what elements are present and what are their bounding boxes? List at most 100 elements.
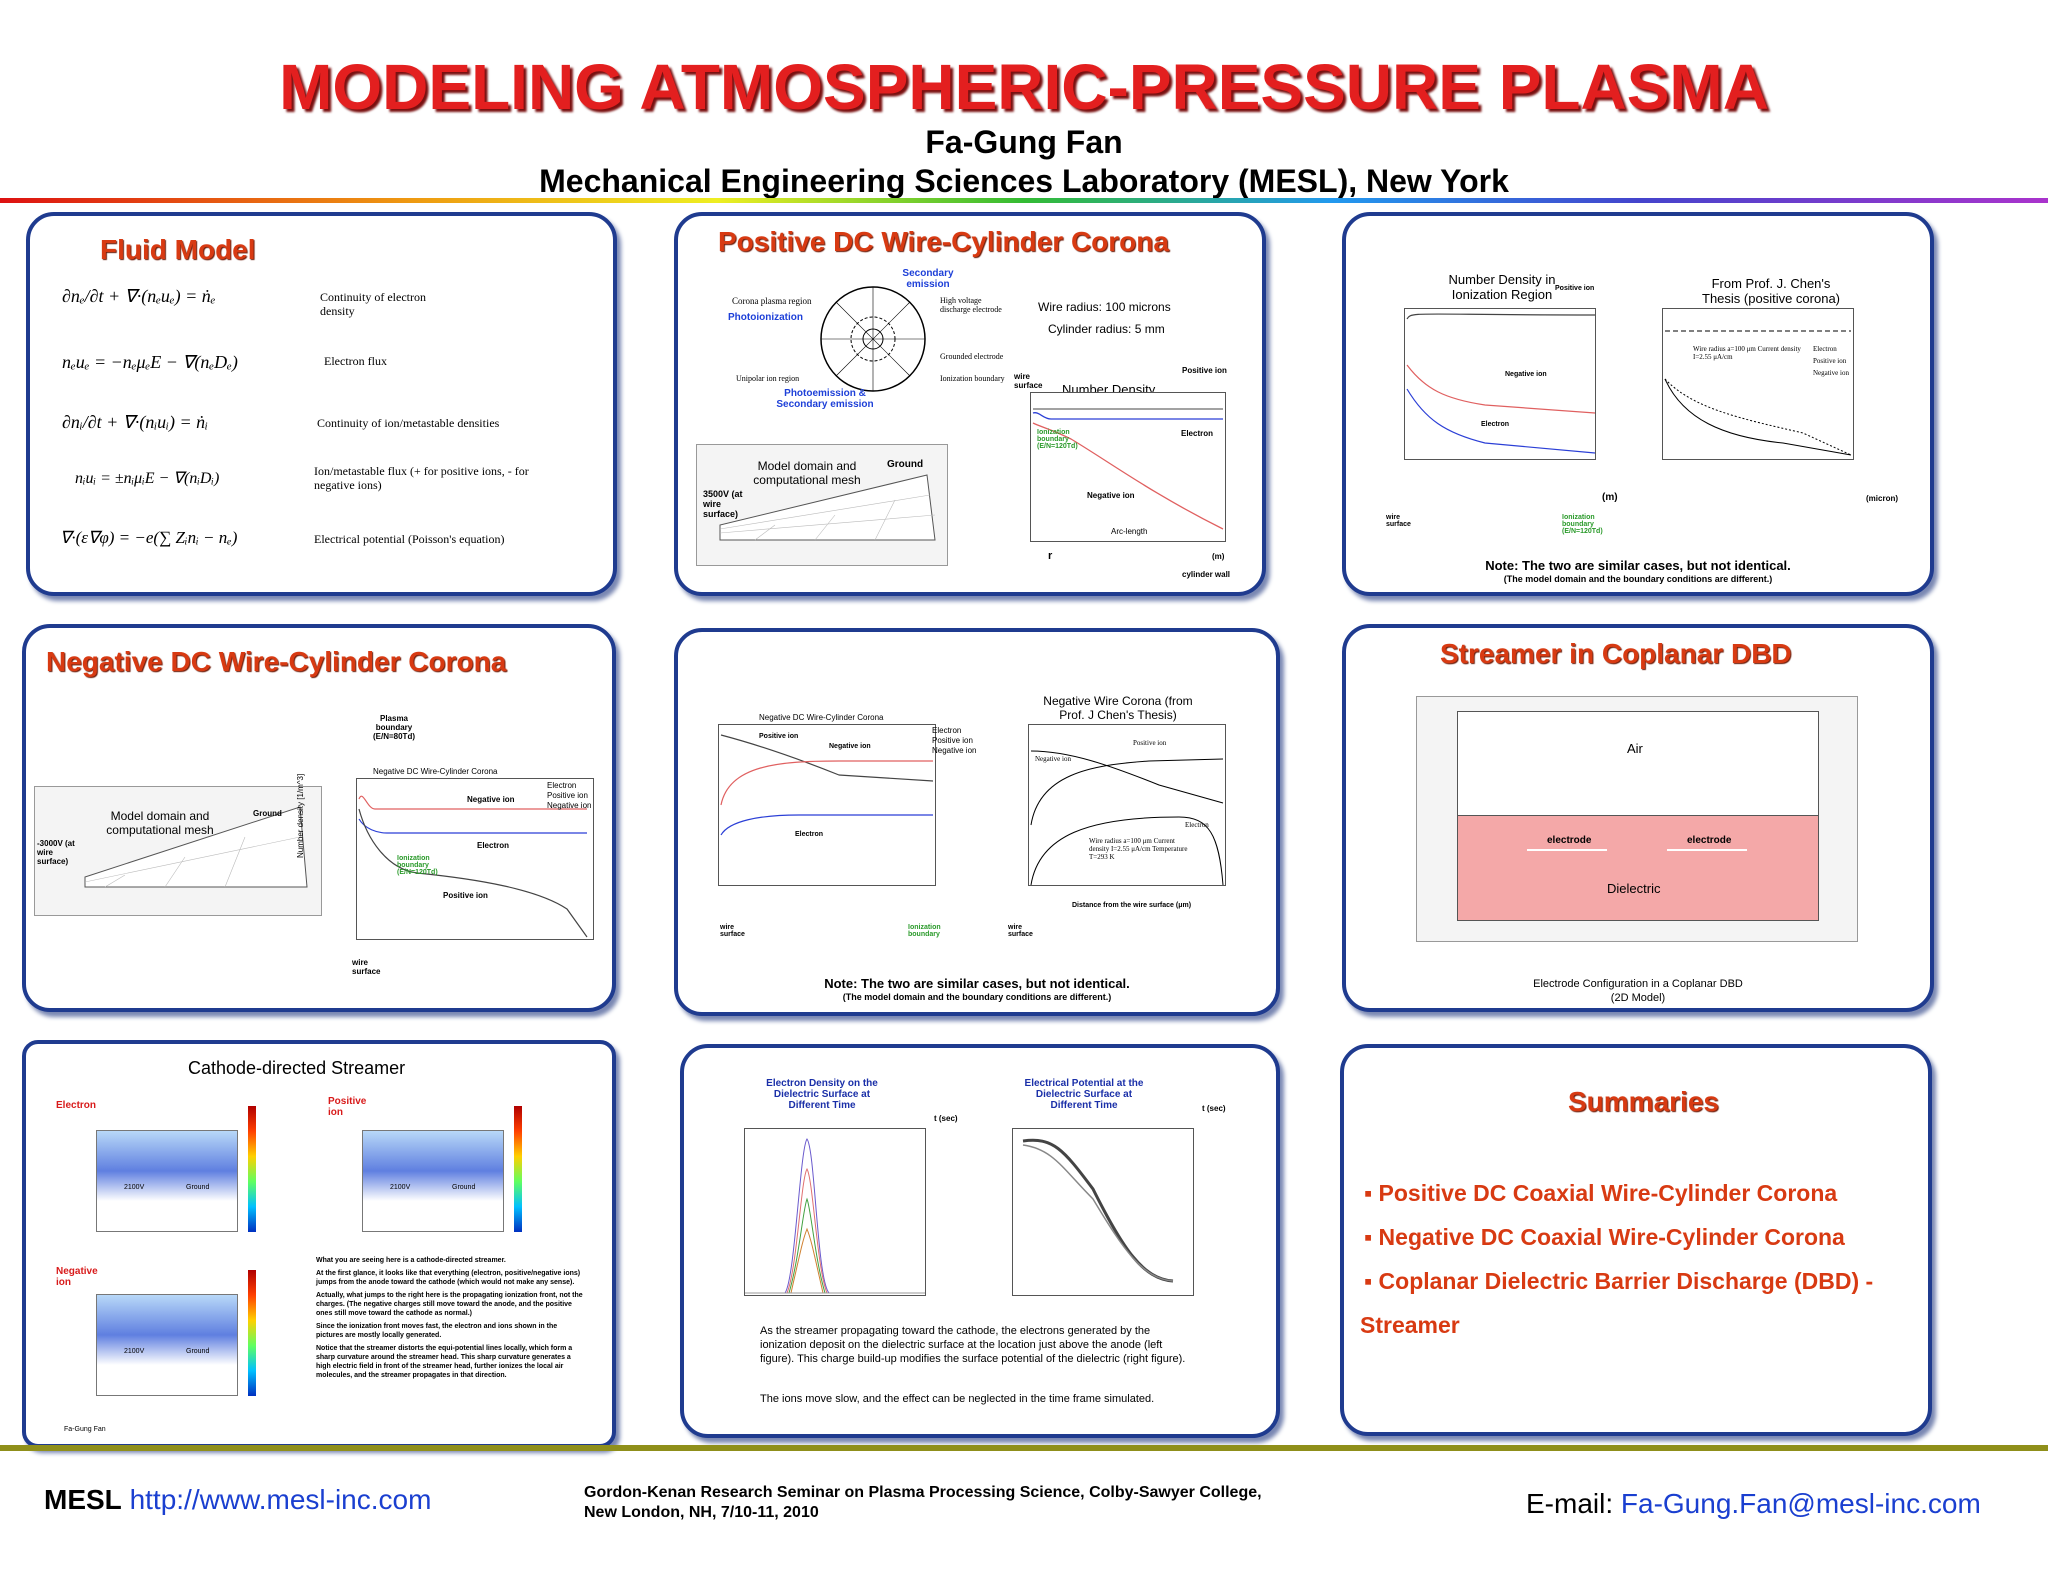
- streamer-credit: Fa-Gung Fan: [64, 1426, 106, 1433]
- neg-cmp-right-cond: Wire radius a=100 μm Current density I=2…: [1089, 837, 1188, 861]
- arc-length-label: Arc-length: [1111, 527, 1148, 536]
- mesl-label: MESL: [44, 1484, 122, 1515]
- neg-cmp-note: Note: The two are similar cases, but not…: [824, 976, 1130, 991]
- dbd-frame: Air electrode electrode Dielectric: [1416, 696, 1858, 942]
- neg-plot-title: Negative DC Wire-Cylinder Corona: [373, 767, 498, 776]
- neg-legend-negative: Negative ion: [547, 801, 592, 810]
- cmp-m-label: (m): [1602, 492, 1618, 503]
- positive-ion-field-image: [362, 1130, 504, 1232]
- cmp-electron-label: Electron: [1481, 421, 1510, 428]
- neg-cmp-xlabel: Distance from the wire surface (μm): [1072, 902, 1192, 909]
- coplanar-dbd-title: Streamer in Coplanar DBD: [1440, 638, 1792, 669]
- conference-line-1: Gordon-Kenan Research Seminar on Plasma …: [584, 1484, 1262, 1501]
- neg-cmp-ion-bd: Ionization boundary: [908, 924, 941, 938]
- neg-cmp-left-plot: Negative DC Wire-Cylinder Corona Positiv…: [718, 713, 936, 886]
- ionization-boundary-label: Ionization boundary: [940, 374, 1005, 383]
- r-label: r: [1048, 550, 1053, 562]
- m-label: (m): [1212, 552, 1225, 561]
- pos-density-curves: [1032, 408, 1224, 530]
- equation-5: ∇·(ε∇φ) = −e(∑ Zᵢnᵢ − nₑ): [60, 528, 238, 547]
- fluid-model-panel: Fluid Model ∂nₑ/∂t + ∇·(nₑuₑ) = ṅₑ Conti…: [26, 212, 617, 596]
- mesh-domain: [719, 474, 936, 541]
- wire-radius-label: Wire radius: 100 microns: [1038, 300, 1171, 314]
- summary-item-4: Streamer: [1360, 1312, 1460, 1338]
- electron-density-curves: [745, 1138, 925, 1294]
- electron-label: Electron: [1181, 429, 1214, 438]
- chen-neg-title: Negative Wire Corona (from Prof. J Chen'…: [1043, 694, 1193, 722]
- grounded-electrode-label: Grounded electrode: [940, 352, 1004, 361]
- neg-ionization-bd-label: Ionization boundary (E/N=120Td): [397, 855, 438, 876]
- footer-mesl: MESL http://www.mesl-inc.com: [44, 1484, 431, 1516]
- model-domain-label: Model domain and computational mesh: [753, 459, 861, 487]
- cathode-streamer-title: Cathode-directed Streamer: [188, 1058, 406, 1078]
- fluid-model-title: Fluid Model: [100, 234, 256, 265]
- plasma-boundary-label: Plasma boundary (E/N=80Td): [372, 714, 415, 741]
- neg-cmp-legend-negative: Negative ion: [932, 746, 977, 755]
- neg-positive-ion-label: Positive ion: [443, 891, 488, 900]
- chen-curves: [1664, 330, 1852, 456]
- streamer-positive-ion-label: Positive ion: [328, 1096, 367, 1118]
- neg-density-plot: Negative DC Wire-Cylinder Corona Electro…: [356, 767, 594, 940]
- dielectric-para-2: The ions move slow, and the effect can b…: [760, 1393, 1155, 1405]
- footer-divider: [0, 1445, 2048, 1451]
- summary-item-3: ▪ Coplanar Dielectric Barrier Discharge …: [1364, 1268, 1874, 1294]
- cmp-negative-ion-label: Negative ion: [1505, 371, 1547, 378]
- equation-3-desc: Continuity of ion/metastable densities: [317, 416, 500, 430]
- air-region: [1457, 711, 1819, 817]
- wire-surface-label: wire surface: [1014, 372, 1043, 390]
- neg-cmp-wire-surface: wire surface: [720, 924, 745, 938]
- electron-density-plot: [744, 1128, 926, 1296]
- electron-field-image: [96, 1130, 238, 1232]
- negative-comparison-panel: Negative Wire Corona (from Prof. J Chen'…: [674, 628, 1280, 1016]
- chen-plot: Electron Positive ion Negative ion Wire …: [1662, 308, 1854, 460]
- mesl-url-link[interactable]: http://www.mesl-inc.com: [129, 1484, 432, 1515]
- ground-label: Ground: [887, 459, 924, 470]
- ionization-region-title: Number Density in Ionization Region: [1448, 272, 1556, 302]
- photoionization-label: Photoionization: [728, 312, 803, 323]
- neg-ground-label: Ground: [253, 809, 282, 818]
- streamer-electron-label: Electron: [56, 1100, 97, 1111]
- equation-1-desc: Continuity of electron density: [320, 290, 426, 318]
- neg-voltage-label: -3000V (at wire surface): [37, 839, 75, 866]
- cylinder-radius-label: Cylinder radius: 5 mm: [1048, 322, 1165, 336]
- streamer-explanation: What you are seeing here is a cathode-di…: [316, 1256, 586, 1380]
- chen-legend-positive: Positive ion: [1813, 357, 1847, 365]
- neg-mesh-frame: Model domain and computational mesh Grou…: [34, 786, 322, 916]
- poster-title: MODELING ATMOSPHERIC-PRESSURE PLASMA: [279, 51, 1769, 123]
- chen-thesis-title: From Prof. J. Chen's Thesis (positive co…: [1702, 276, 1840, 306]
- equation-5-desc: Electrical potential (Poisson's equation…: [314, 532, 505, 546]
- equation-1: ∂nₑ/∂t + ∇·(nₑuₑ) = ṅₑ: [62, 286, 216, 306]
- positive-corona-panel: Positive DC Wire-Cylinder Corona Seconda…: [674, 212, 1266, 596]
- cmp-positive-ion-label: Positive ion: [1555, 285, 1595, 292]
- neg-model-domain-label: Model domain and computational mesh: [106, 809, 214, 837]
- neg-cmp-note-sub: (The model domain and the boundary condi…: [842, 992, 1112, 1002]
- tsec-left: t (sec): [934, 1114, 958, 1123]
- neg-cmp-left-curves: [720, 734, 934, 836]
- footer-email: E-mail: Fa-Gung.Fan@mesl-inc.com: [1526, 1488, 1981, 1520]
- corona-schematic: [820, 286, 926, 392]
- potential-plot: [1012, 1128, 1194, 1296]
- chen-micron-label: (micron): [1866, 494, 1898, 503]
- positive-ion-label: Positive ion: [1182, 366, 1227, 375]
- dielectric-label: Dielectric: [1607, 881, 1661, 896]
- neg-wire-surface: wire surface: [352, 958, 381, 976]
- ground-label-2: Ground: [452, 1184, 476, 1191]
- ionization-bd-label: Ionization boundary (E/N=120Td): [1037, 429, 1078, 450]
- summary-item-2: ▪ Negative DC Coaxial Wire-Cylinder Coro…: [1364, 1224, 1845, 1250]
- electrode-right-label: electrode: [1687, 835, 1732, 846]
- conference-line-2: New London, NH, 7/10-11, 2010: [584, 1504, 819, 1521]
- cmp-ionization-bd: Ionization boundary (E/N=120Td): [1562, 514, 1603, 535]
- email-link[interactable]: Fa-Gung.Fan@mesl-inc.com: [1620, 1488, 1981, 1519]
- neg-cmp-right-electron: Electron: [1185, 821, 1209, 829]
- positive-corona-title: Positive DC Wire-Cylinder Corona: [718, 226, 1169, 257]
- dielectric-region: [1457, 815, 1819, 921]
- negative-ion-field-image: [96, 1294, 238, 1396]
- cylinder-wall-label: cylinder wall: [1182, 570, 1231, 579]
- chen-legend-negative: Negative ion: [1813, 369, 1849, 377]
- neg-cmp-right-negative: Negative ion: [1035, 755, 1071, 763]
- email-label: E-mail:: [1526, 1488, 1614, 1519]
- author-name: Fa-Gung Fan: [925, 124, 1123, 160]
- neg-cmp-wire-surface-right: wire surface: [1008, 924, 1033, 938]
- neg-cmp-left-title: Negative DC Wire-Cylinder Corona: [759, 713, 884, 722]
- electrode-left: [1527, 849, 1607, 851]
